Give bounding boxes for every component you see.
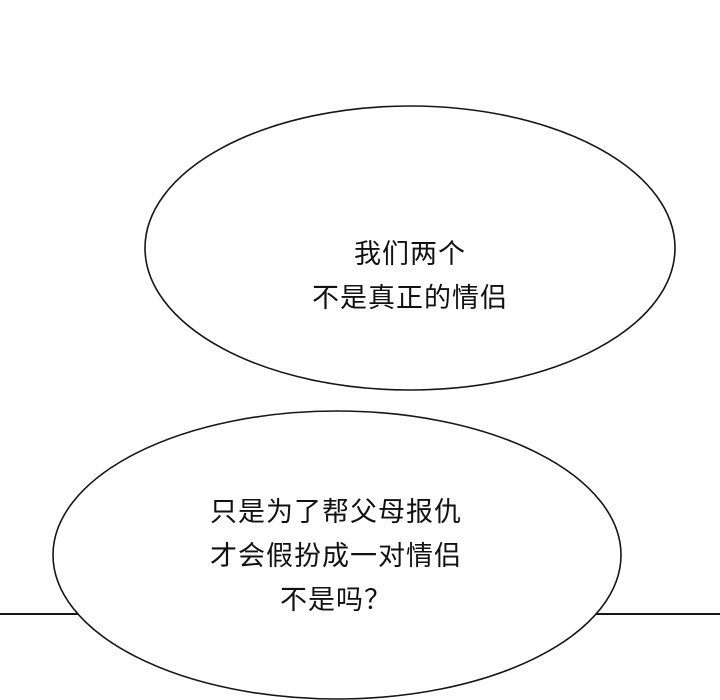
speech-bubble-bottom-shape — [52, 410, 622, 700]
speech-line: 不是真正的情侣 — [312, 283, 508, 313]
speech-line: 不是吗？ — [280, 585, 392, 615]
speech-bubble-bottom-text: 只是为了帮父母报仇 才会假扮成一对情侣 不是吗？ — [210, 490, 462, 622]
speech-line: 我们两个 — [354, 239, 466, 269]
speech-line: 才会假扮成一对情侣 — [210, 541, 462, 571]
speech-bubble-top-shape — [144, 105, 676, 391]
speech-bubble-top-text: 我们两个 不是真正的情侣 — [312, 232, 508, 320]
speech-line: 只是为了帮父母报仇 — [210, 497, 462, 527]
